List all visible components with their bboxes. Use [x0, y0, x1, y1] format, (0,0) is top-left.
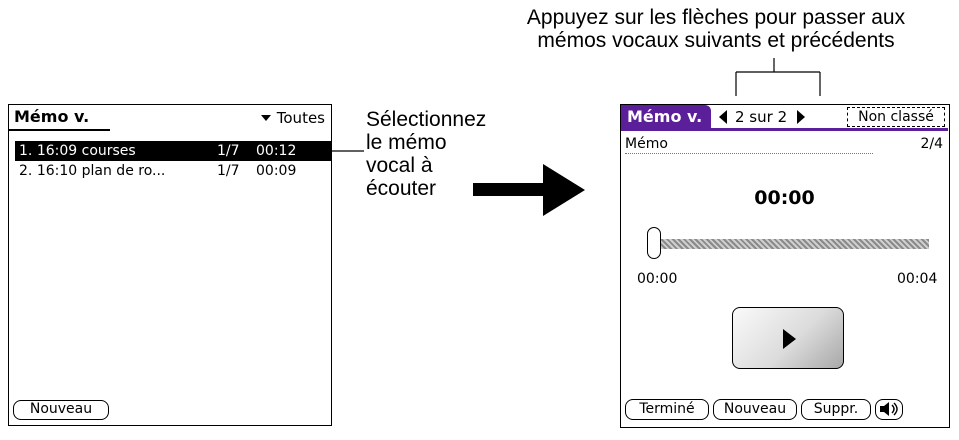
memo-name: plan de ro...	[81, 163, 166, 179]
end-time: 00:04	[897, 271, 938, 287]
annotation-line: Appuyez sur les flèches pour passer aux	[526, 6, 906, 29]
new-memo-button[interactable]: Nouveau	[713, 399, 797, 420]
memo-count: 2/4	[920, 136, 943, 152]
memo-date: 1/7	[217, 163, 240, 179]
annotation-line: le mémo	[366, 131, 447, 154]
select-memo-annotation: Sélectionnez le mémo vocal à écouter	[366, 108, 536, 200]
memo-row[interactable]: 1. 16:09 courses 1/7 00:12	[15, 141, 331, 161]
memo-date: 1/7	[217, 143, 240, 159]
current-time: 00:00	[754, 187, 815, 209]
annotation-line: vocal à	[366, 154, 433, 177]
app-title-tab[interactable]: Mémo v.	[621, 105, 711, 128]
annotation-line: mémos vocaux suivants et précédents	[537, 29, 895, 52]
record-navigator: 2 sur 2	[719, 106, 806, 128]
callout-line	[300, 150, 364, 152]
memo-row[interactable]: 2. 16:10 plan de ro... 1/7 00:09	[15, 161, 331, 181]
memo-number: 2.	[19, 163, 33, 179]
memo-time: 16:10	[36, 163, 78, 179]
right-arrow-icon[interactable]	[797, 110, 806, 124]
app-title-tab[interactable]: Mémo v.	[9, 105, 110, 131]
arrows-annotation: Appuyez sur les flèches pour passer aux …	[476, 6, 956, 52]
memo-name: courses	[81, 143, 136, 159]
category-filter[interactable]: Toutes	[260, 107, 325, 129]
new-memo-button[interactable]: Nouveau	[13, 400, 109, 420]
done-button[interactable]: Terminé	[625, 399, 709, 420]
memo-name-label[interactable]: Mémo	[625, 136, 668, 152]
memo-playback-screen: Mémo v. 2 sur 2 Non classé Mémo 2/4 00:0…	[620, 104, 950, 428]
playback-slider-track[interactable]	[653, 239, 929, 249]
annotation-line: écouter	[366, 177, 437, 200]
category-filter-label: Toutes	[276, 109, 325, 127]
dropdown-triangle-icon	[260, 115, 271, 121]
memo-time: 16:09	[36, 143, 78, 159]
callout-bracket	[735, 58, 821, 96]
left-arrow-icon[interactable]	[719, 110, 727, 124]
playback-slider-thumb[interactable]	[647, 227, 661, 259]
pointer-arrow-icon	[473, 164, 585, 216]
memo-duration: 00:09	[256, 163, 297, 179]
volume-button[interactable]	[875, 399, 903, 420]
memo-list-screen: Mémo v. Toutes 1. 16:09 courses 1/7 00:1…	[8, 104, 332, 426]
category-selector[interactable]: Non classé	[847, 107, 945, 127]
memo-duration: 00:12	[256, 143, 297, 159]
start-time: 00:00	[637, 271, 678, 287]
memo-number: 1.	[19, 143, 33, 159]
record-position: 2 sur 2	[735, 108, 788, 126]
play-button[interactable]	[732, 307, 844, 369]
speaker-icon	[880, 402, 898, 416]
delete-button[interactable]: Suppr.	[801, 399, 871, 420]
memo-name-underline	[625, 153, 873, 154]
play-icon	[783, 329, 796, 349]
annotation-line: Sélectionnez	[366, 108, 487, 131]
title-bar	[621, 105, 948, 131]
